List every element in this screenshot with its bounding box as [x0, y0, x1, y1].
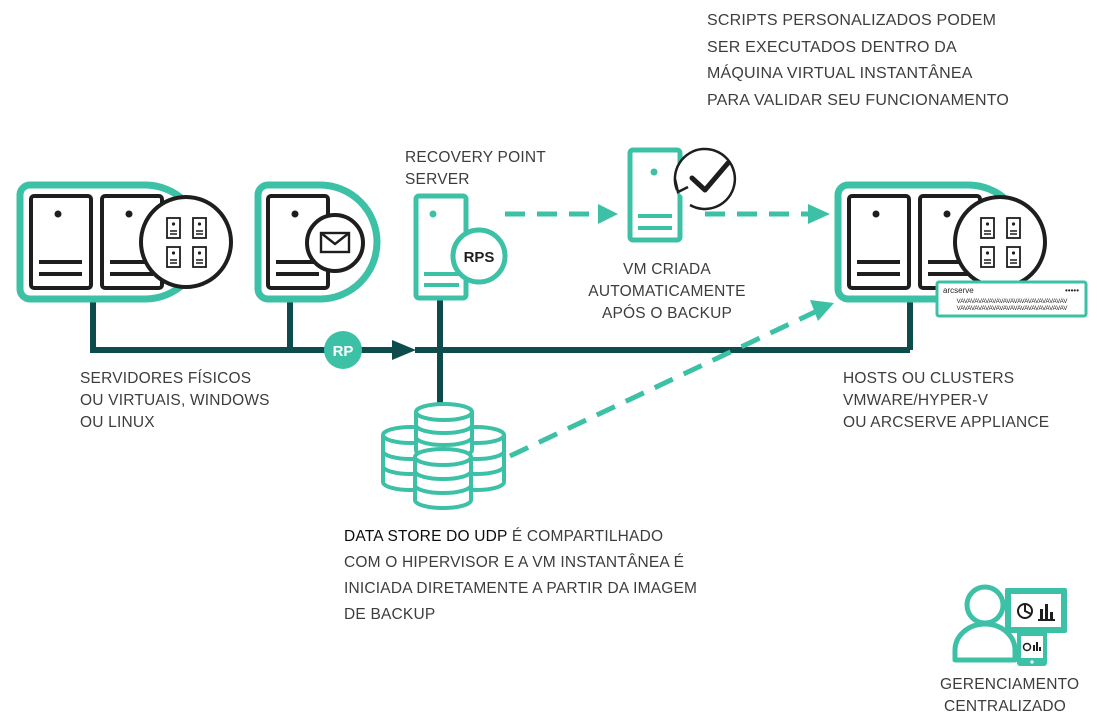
network-lines	[90, 298, 913, 410]
flow-arrowheads	[598, 204, 834, 321]
appliance-pattern-1: VAVAVAVAVAVAVAVAVAVAVAVAVAVAVAV	[957, 299, 1068, 305]
scripts-label: SCRIPTS PERSONALIZADOS PODEM SER EXECUTA…	[707, 12, 1010, 109]
sources-label: SERVIDORES FÍSICOS OU VIRTUAIS, WINDOWS …	[80, 370, 270, 431]
rps-server-icon: RPS	[413, 193, 508, 301]
datastore-highlight: DATA STORE DO UDP	[344, 528, 508, 545]
database-front	[413, 447, 473, 510]
mail-server-icon	[254, 181, 381, 303]
appliance-dots: •••••	[1065, 286, 1079, 295]
verified-vm-icon	[627, 147, 737, 243]
arcserve-appliance-icon: arcserve ••••• VAVAVAVAVAVAVAVAVAVAVAVAV…	[935, 280, 1088, 318]
appliance-pattern-2: VAVAVAVAVAVAVAVAVAVAVAVAVAVAVAV	[957, 306, 1068, 312]
appliance-brand: arcserve	[943, 286, 974, 295]
flow-arrows	[505, 211, 817, 459]
rp-badge-text: RP	[333, 343, 354, 360]
rps-label: RECOVERY POINT SERVER	[405, 149, 546, 188]
rp-badge: RP	[324, 331, 362, 369]
database-icon	[381, 402, 506, 510]
datastore-rest-first: É COMPARTILHADO	[507, 528, 664, 545]
datastore-label: DATA STORE DO UDP É COMPARTILHADO COM O …	[344, 528, 698, 623]
rps-badge-text: RPS	[464, 249, 495, 266]
management-label: GERENCIAMENTO CENTRALIZADO	[940, 676, 1080, 715]
network-arrow	[392, 340, 416, 360]
database-top	[414, 402, 474, 460]
admin-dashboard-icon	[952, 584, 1067, 666]
server-group-icon	[16, 181, 233, 303]
vm-label: VM CRIADA AUTOMATICAMENTE APÓS O BACKUP	[588, 261, 746, 322]
hosts-label: HOSTS OU CLUSTERS VMWARE/HYPER-V OU ARCS…	[843, 370, 1050, 431]
